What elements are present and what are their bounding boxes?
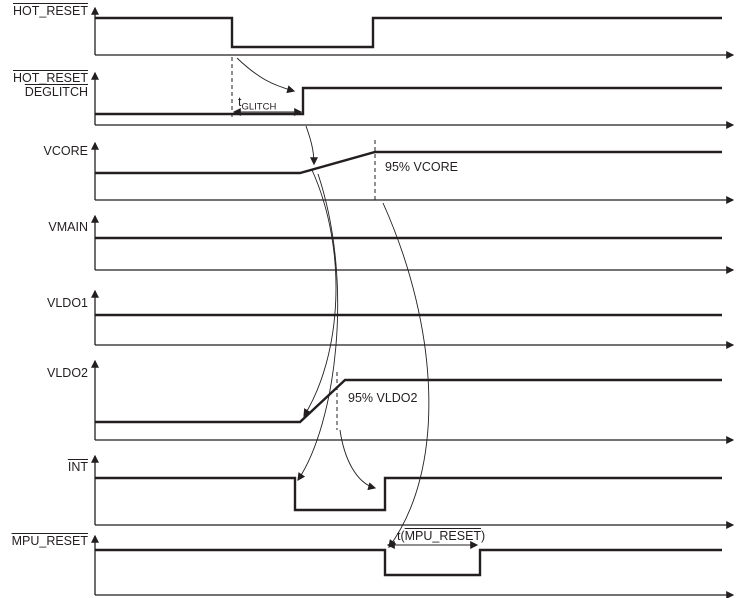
t-mpu-prefix: t(: [397, 529, 405, 543]
waveform-mpu-reset: [95, 548, 722, 577]
annotation-95-vldo2: 95% VLDO2: [348, 391, 418, 405]
t-glitch-subscript: GLITCH: [241, 101, 277, 113]
signal-label-int: INT: [0, 460, 88, 474]
t-mpu-signal: MPU_RESET: [404, 529, 482, 543]
signal-name: VCORE: [43, 144, 88, 158]
signal-label-vldo1: VLDO1: [0, 296, 88, 310]
connector-arrow-vcore-to-vldo2: [303, 169, 337, 418]
signal-name: VMAIN: [48, 220, 88, 234]
signal-label-hot-reset: HOT_RESET: [0, 4, 88, 18]
signal-label-mpu-reset: MPU_RESET: [0, 534, 88, 548]
signal-label-vmain: VMAIN: [0, 220, 88, 234]
connector-arrow-vldo2-to-int-rise: [339, 429, 377, 491]
waveform-vcore: [95, 150, 722, 175]
signal-name: HOT_RESET: [12, 4, 88, 18]
waveform-hot-reset-deglitch: [95, 86, 722, 116]
signal-name: VLDO1: [47, 296, 88, 310]
t-mpu-suffix: ): [481, 529, 486, 543]
annotation-t-glitch: tGLITCH: [238, 95, 276, 115]
waveform-int: [95, 476, 722, 512]
t-glitch-symbol: t: [238, 95, 242, 109]
signal-label-vldo2: VLDO2: [0, 366, 88, 380]
connector-arrow-vcore95-to-mpureset: [382, 202, 430, 548]
signal-name: INT: [67, 460, 88, 474]
signal-name: HOT_RESET: [12, 71, 88, 85]
connector-arrow-deglitch-to-vcore: [305, 125, 318, 166]
annotation-t-mpu-reset: t(MPU_RESET): [397, 529, 485, 543]
signal-name: MPU_RESET: [11, 534, 88, 548]
annotation-95-vcore: 95% VCORE: [385, 160, 458, 174]
connector-arrow-vcore-to-int-fall: [297, 173, 339, 481]
signal-label-vcore: VCORE: [0, 144, 88, 158]
signal-name: VLDO2: [47, 366, 88, 380]
waveform-hot-reset: [95, 16, 722, 49]
waveform-vldo2: [95, 378, 722, 424]
signal-name: DEGLITCH: [24, 85, 88, 99]
connector-arrow-hotreset-to-deglitch: [236, 57, 296, 94]
